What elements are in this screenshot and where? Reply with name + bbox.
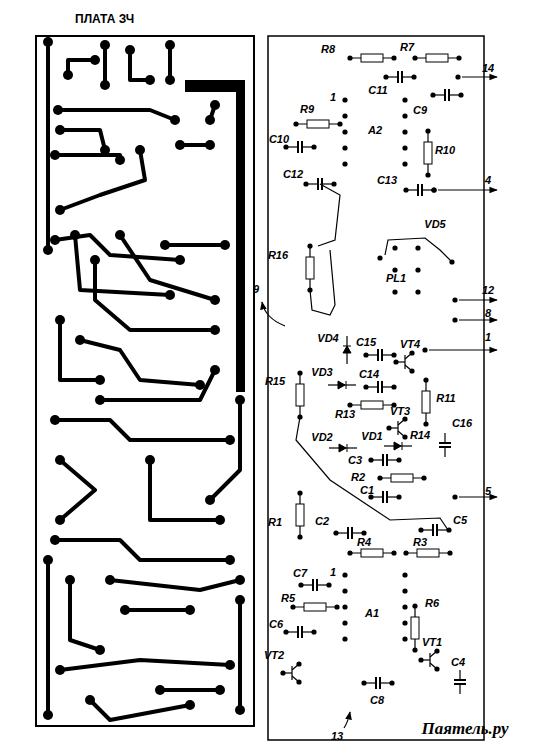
output-arrow (344, 712, 350, 728)
part-label: R3 (413, 537, 427, 548)
part-label: 5 (485, 486, 491, 497)
part-label: VT1 (422, 637, 442, 648)
part-label: C13 (377, 175, 397, 186)
part-label: C4 (451, 657, 465, 668)
output-arrow (459, 299, 497, 300)
part-label: C3 (348, 455, 362, 466)
component-side (268, 36, 484, 740)
part-label: VD3 (311, 367, 332, 378)
part-label: 1 (330, 92, 336, 103)
part-label: 12 (482, 285, 494, 296)
part-label: PL1 (386, 273, 406, 284)
part-label: 13 (331, 731, 343, 742)
part-label: C2 (315, 516, 329, 527)
part-label: R5 (281, 593, 295, 604)
part-label: 9 (253, 284, 259, 295)
watermark: Паятель.ру (421, 720, 508, 737)
part-label: C15 (356, 337, 376, 348)
part-label: VT3 (390, 406, 410, 417)
output-arrow (462, 76, 497, 77)
part-label: R13 (335, 409, 355, 420)
part-label: R11 (436, 393, 455, 404)
part-label: R15 (265, 376, 285, 387)
part-label: R9 (300, 104, 314, 115)
part-label: 14 (482, 63, 494, 74)
part-label: R8 (321, 44, 335, 55)
part-label: R1 (268, 517, 282, 528)
part-label: R7 (400, 42, 414, 53)
part-label: VD5 (424, 219, 445, 230)
part-label: C8 (370, 695, 384, 706)
part-label: C5 (453, 515, 467, 526)
part-label: VT2 (264, 650, 284, 661)
part-label: C12 (283, 169, 303, 180)
part-label: C14 (359, 369, 379, 380)
output-arrow (262, 302, 285, 326)
part-label: VD1 (361, 431, 382, 442)
output-arrow (459, 319, 497, 320)
part-label: 8 (485, 308, 491, 319)
part-label: 1 (485, 332, 491, 343)
part-label: R16 (268, 250, 288, 261)
part-label: C11 (368, 85, 387, 96)
board-title: ПЛАТА ЗЧ (75, 12, 134, 26)
part-label: C9 (413, 105, 427, 116)
output-arrow (429, 349, 497, 350)
part-label: A1 (365, 608, 379, 619)
output-arrow (438, 189, 497, 190)
part-label: 1 (330, 567, 336, 578)
copper-side (36, 36, 254, 726)
part-label: C10 (269, 134, 289, 145)
part-label: 4 (485, 175, 491, 186)
part-label: C16 (452, 418, 472, 429)
part-label: VT4 (400, 339, 420, 350)
part-label: R6 (425, 598, 439, 609)
part-label: C7 (293, 568, 307, 579)
part-label: C1 (360, 485, 374, 496)
part-label: VD4 (317, 333, 338, 344)
part-label: C6 (269, 619, 283, 630)
part-label: VD2 (311, 432, 332, 443)
part-label: R14 (410, 430, 430, 441)
output-arrow (459, 496, 497, 497)
part-label: R4 (357, 537, 371, 548)
part-label: A2 (368, 125, 382, 136)
part-label: R2 (351, 472, 365, 483)
part-label: R10 (435, 145, 455, 156)
